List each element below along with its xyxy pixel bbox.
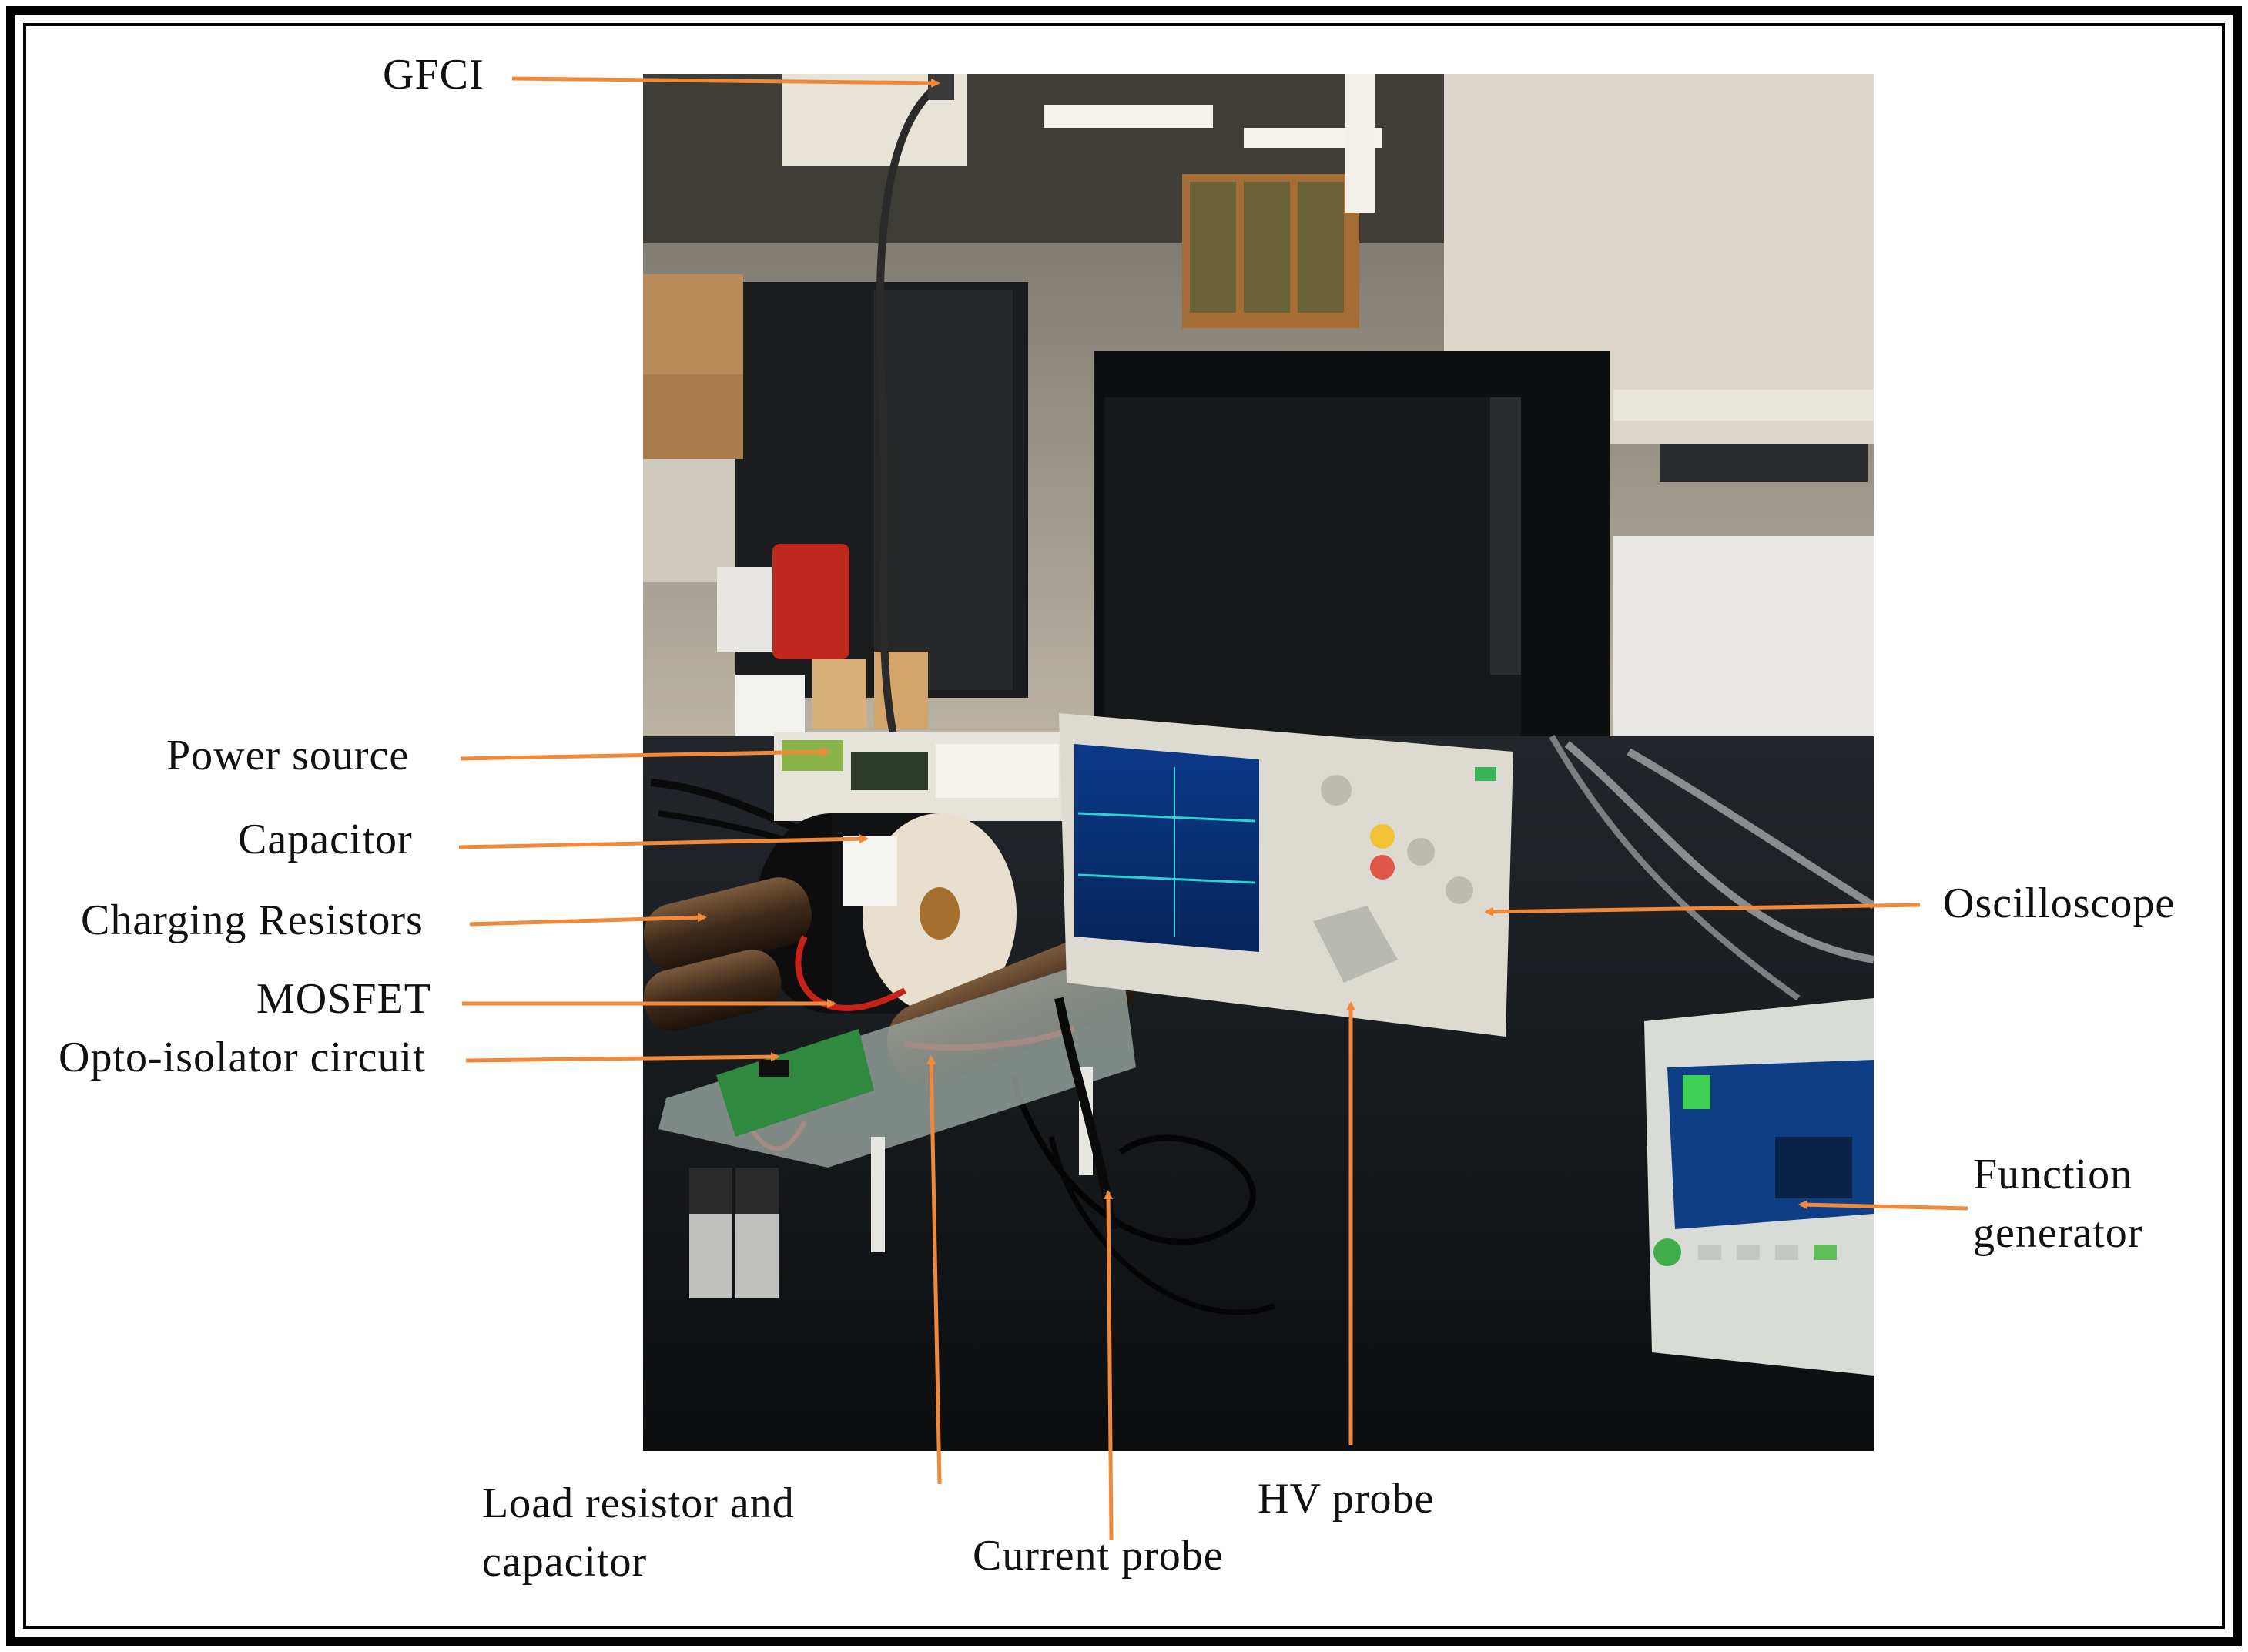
label-oscilloscope: Oscilloscope bbox=[1943, 880, 2176, 927]
label-mosfet: MOSFET bbox=[256, 975, 431, 1023]
gfci-arrow bbox=[511, 76, 940, 88]
label-capacitor: Capacitor bbox=[238, 816, 413, 863]
label-function-generator-line2: generator bbox=[1973, 1209, 2143, 1257]
label-function-generator-line1: Function bbox=[1973, 1151, 2133, 1198]
label-charging-resistors: Charging Resistors bbox=[81, 896, 424, 944]
charging-resistors-arrow bbox=[469, 913, 707, 927]
function-generator-arrow bbox=[1798, 1200, 1968, 1211]
capacitor-arrow bbox=[458, 834, 869, 849]
lab-setup-photo bbox=[643, 74, 1874, 1451]
opto-isolator-arrow bbox=[465, 1052, 780, 1063]
label-gfci: GFCI bbox=[383, 51, 484, 99]
current-probe-arrow bbox=[1104, 1190, 1114, 1541]
label-power-source: Power source bbox=[166, 732, 410, 779]
label-hv-probe: HV probe bbox=[1258, 1475, 1435, 1523]
label-load-resistor-line1: Load resistor and bbox=[482, 1479, 795, 1527]
label-load-resistor-line2: capacitor bbox=[482, 1538, 648, 1586]
oscilloscope-arrow bbox=[1484, 903, 1921, 916]
label-current-probe: Current probe bbox=[973, 1532, 1224, 1580]
power-source-arrow bbox=[460, 747, 830, 761]
load-resistor-arrow bbox=[926, 1055, 942, 1485]
label-opto-isolator: Opto-isolator circuit bbox=[59, 1034, 426, 1081]
